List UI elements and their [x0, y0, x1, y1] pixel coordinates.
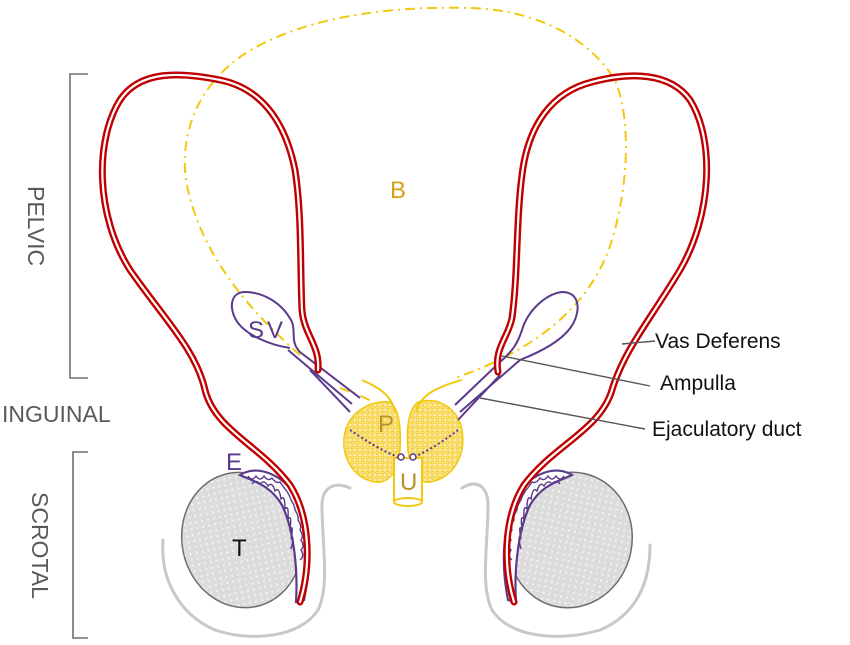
region-bracket-pelvic — [69, 73, 88, 379]
organ-label-prostate: P — [378, 411, 394, 438]
vas-deferens-right — [493, 72, 711, 606]
ejaculatory-duct-left-a — [287, 349, 353, 405]
scrotum-left — [161, 483, 352, 638]
seminal-vesicle-left — [230, 290, 361, 399]
bladder-neck-left — [339, 387, 376, 405]
callout-vas-deferens: Vas Deferens — [655, 330, 781, 353]
organ-label-testis: T — [232, 535, 247, 562]
ejaculatory-duct-left-b — [309, 369, 351, 413]
bladder-outline — [183, 6, 627, 379]
callout-ejaculatory-duct: Ejaculatory duct — [652, 418, 802, 441]
organ-label-epididymis: E — [226, 449, 242, 476]
seminal-vesicle-right — [454, 290, 579, 406]
organ-label-urethra: U — [400, 469, 417, 496]
ejaculatory-duct-left-intraprostatic — [349, 429, 399, 458]
ejaculatory-duct-right-b — [457, 374, 501, 421]
ejaculatory-duct-left-opening — [397, 453, 405, 461]
prostate-right-capsule — [415, 379, 463, 413]
organ-label-seminal-vesicle: SV — [248, 317, 286, 344]
ejaculatory-duct-right-opening — [409, 453, 417, 461]
leader-ejaculatory-duct — [479, 397, 646, 430]
organ-label-bladder: B — [390, 177, 406, 204]
leader-ampulla — [501, 355, 651, 387]
prostate-left-capsule — [361, 379, 396, 413]
urethra — [393, 457, 423, 507]
vas-deferens-left — [98, 71, 322, 606]
callout-ampulla: Ampulla — [660, 372, 736, 395]
region-label-pelvic: PELVIC — [23, 186, 49, 266]
leader-vas-deferens — [621, 340, 656, 345]
region-label-scrotal: SCROTAL — [27, 492, 53, 599]
scrotum-right — [460, 482, 652, 638]
prostate-left-lobe — [343, 401, 402, 483]
region-label-inguinal: INGUINAL — [2, 401, 111, 427]
region-bracket-scrotal — [72, 451, 88, 639]
